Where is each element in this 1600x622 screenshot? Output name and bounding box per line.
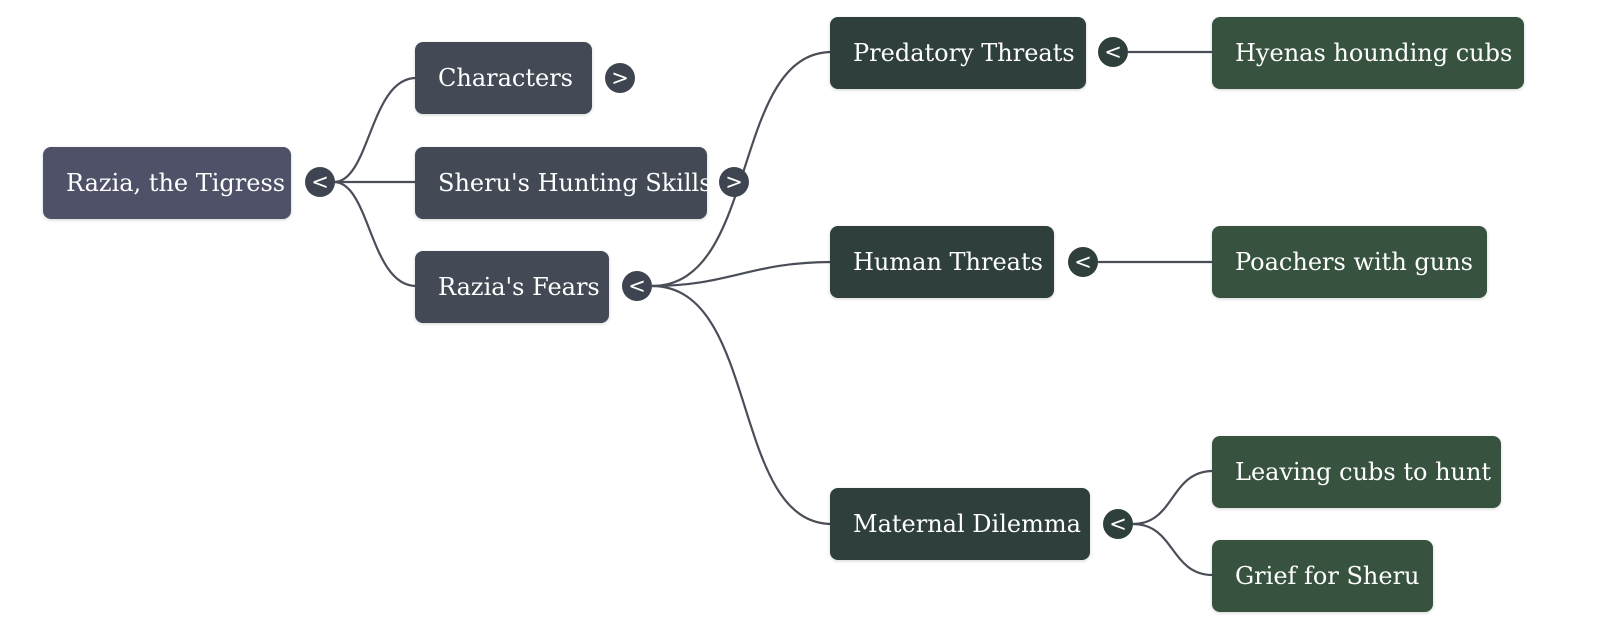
node-grief[interactable]: Grief for Sheru bbox=[1212, 540, 1433, 612]
node-maternal-dilemma-label: Maternal Dilemma bbox=[853, 510, 1081, 538]
node-predatory-threats-label: Predatory Threats bbox=[853, 39, 1075, 67]
link-fears-human bbox=[651, 260, 833, 288]
expand-toggle-characters[interactable]: > bbox=[605, 63, 635, 93]
expand-toggle-hunting-skills[interactable]: > bbox=[719, 167, 749, 197]
node-characters[interactable]: Characters bbox=[415, 42, 592, 114]
collapse-toggle-root[interactable]: < bbox=[305, 167, 335, 197]
node-fears[interactable]: Razia's Fears bbox=[415, 251, 609, 323]
node-poachers-label: Poachers with guns bbox=[1235, 248, 1473, 276]
link-fears-predatory bbox=[651, 50, 833, 288]
collapse-toggle-maternal-dilemma[interactable]: < bbox=[1103, 509, 1133, 539]
node-hunting-skills[interactable]: Sheru's Hunting Skills bbox=[415, 147, 712, 219]
collapse-toggle-fears[interactable]: < bbox=[622, 271, 652, 301]
node-human-threats-label: Human Threats bbox=[853, 248, 1043, 276]
node-poachers[interactable]: Poachers with guns bbox=[1212, 226, 1487, 298]
link-maternal-grief bbox=[1132, 522, 1214, 577]
node-characters-label: Characters bbox=[438, 64, 573, 92]
collapse-toggle-predatory-threats[interactable]: < bbox=[1098, 37, 1128, 67]
node-hyenas[interactable]: Hyenas hounding cubs bbox=[1212, 17, 1524, 89]
node-leaving-cubs-label: Leaving cubs to hunt bbox=[1235, 458, 1492, 486]
link-root-fears bbox=[333, 180, 417, 288]
node-predatory-threats[interactable]: Predatory Threats bbox=[830, 17, 1086, 89]
node-hyenas-label: Hyenas hounding cubs bbox=[1235, 39, 1513, 67]
link-maternal-leaving bbox=[1132, 469, 1214, 526]
node-fears-label: Razia's Fears bbox=[438, 273, 600, 301]
node-root-label: Razia, the Tigress bbox=[66, 169, 286, 197]
node-maternal-dilemma[interactable]: Maternal Dilemma bbox=[830, 488, 1090, 560]
node-grief-label: Grief for Sheru bbox=[1235, 562, 1420, 590]
link-fears-maternal bbox=[651, 284, 833, 526]
node-root[interactable]: Razia, the Tigress bbox=[43, 147, 291, 219]
node-human-threats[interactable]: Human Threats bbox=[830, 226, 1054, 298]
node-hunting-skills-label: Sheru's Hunting Skills bbox=[438, 169, 712, 197]
link-root-characters bbox=[333, 76, 417, 184]
collapse-toggle-human-threats[interactable]: < bbox=[1068, 247, 1098, 277]
node-leaving-cubs[interactable]: Leaving cubs to hunt bbox=[1212, 436, 1501, 508]
